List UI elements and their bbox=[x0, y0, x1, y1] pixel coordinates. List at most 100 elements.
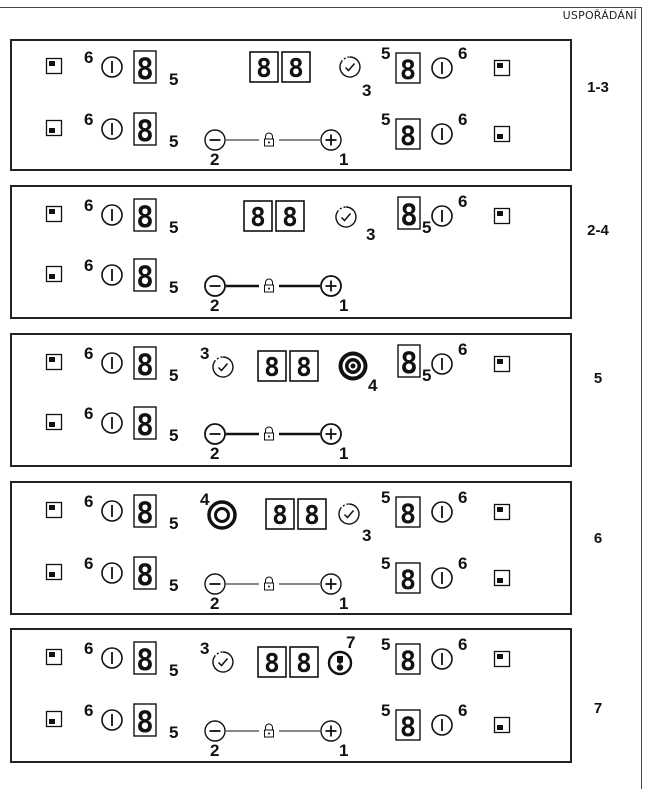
timer-icon bbox=[212, 356, 234, 378]
callout-number-2: 2 bbox=[210, 296, 219, 313]
callout-number-6: 6 bbox=[84, 639, 93, 658]
seven-segment-display: 8 bbox=[133, 50, 157, 86]
callout-number-5: 5 bbox=[169, 278, 178, 297]
cooking-zone-indicator-icon bbox=[493, 716, 511, 734]
power-button-icon bbox=[431, 57, 453, 79]
callout-number-2: 2 bbox=[210, 594, 219, 609]
plus-button-icon bbox=[320, 573, 342, 595]
cooking-zone-indicator-icon bbox=[493, 503, 511, 521]
callout-number-5: 5 bbox=[169, 426, 178, 445]
callout-number-3: 3 bbox=[200, 639, 209, 658]
layout-header: USPOŘÁDÁNÍ bbox=[562, 9, 637, 22]
callout-number-1: 1 bbox=[339, 296, 348, 313]
plus-button-icon bbox=[320, 129, 342, 151]
seven-segment-display: 8 bbox=[395, 496, 421, 530]
power-button-icon bbox=[101, 264, 123, 286]
slider-control bbox=[204, 573, 342, 595]
segment-digit: 8 bbox=[264, 649, 280, 679]
seven-segment-display: 8 bbox=[133, 556, 157, 592]
seven-segment-display: 8 bbox=[395, 562, 421, 596]
callout-number-5: 5 bbox=[381, 488, 390, 507]
callout-number-6: 6 bbox=[84, 344, 93, 363]
callout-number-5: 5 bbox=[381, 635, 390, 654]
seven-segment-display: 8 bbox=[395, 52, 421, 86]
segment-digit: 8 bbox=[136, 260, 153, 294]
seven-segment-display: 8 bbox=[397, 344, 421, 380]
cooking-zone-indicator-icon bbox=[45, 353, 63, 371]
cooking-zone-indicator-icon bbox=[493, 355, 511, 373]
timer-icon bbox=[335, 206, 357, 228]
power-button-icon bbox=[101, 56, 123, 78]
cooking-zone-indicator-icon bbox=[45, 563, 63, 581]
segment-digit: 8 bbox=[296, 353, 312, 383]
segment-digit: 8 bbox=[400, 55, 416, 86]
segment-digit: 8 bbox=[400, 565, 416, 596]
segment-digit: 8 bbox=[400, 346, 417, 380]
callout-number-3: 3 bbox=[362, 81, 371, 100]
power-button-icon bbox=[431, 648, 453, 670]
cooking-zone-indicator-icon bbox=[493, 125, 511, 143]
cooking-zone-indicator-icon bbox=[45, 57, 63, 75]
callout-number-6: 6 bbox=[458, 635, 467, 654]
callout-number-6: 6 bbox=[458, 488, 467, 507]
segment-digit: 8 bbox=[400, 499, 416, 530]
callout-number-6: 6 bbox=[84, 196, 93, 215]
cooking-zone-indicator-icon bbox=[45, 205, 63, 223]
segment-digit: 8 bbox=[136, 643, 153, 677]
callout-number-5: 5 bbox=[381, 110, 390, 129]
segment-digit: 8 bbox=[282, 203, 298, 233]
segment-digit: 8 bbox=[136, 114, 153, 148]
callout-number-5: 5 bbox=[169, 661, 178, 680]
cooking-zone-indicator-icon bbox=[45, 501, 63, 519]
callout-number-5: 5 bbox=[169, 70, 178, 89]
booster-icon bbox=[207, 500, 237, 530]
power-button-icon bbox=[431, 205, 453, 227]
panel-label-1-3: 1-3 bbox=[587, 79, 609, 96]
callout-number-6: 6 bbox=[458, 192, 467, 211]
segment-digit: 8 bbox=[296, 649, 312, 679]
segment-digit: 8 bbox=[400, 646, 416, 677]
power-button-icon bbox=[101, 500, 123, 522]
power-button-icon bbox=[431, 353, 453, 375]
callout-number-5: 5 bbox=[422, 366, 431, 385]
cooking-zone-indicator-icon bbox=[493, 59, 511, 77]
callout-number-6: 6 bbox=[84, 48, 93, 67]
power-button-icon bbox=[431, 123, 453, 145]
callout-number-5: 5 bbox=[169, 366, 178, 385]
segment-digit: 8 bbox=[400, 712, 416, 743]
callout-number-6: 6 bbox=[458, 110, 467, 129]
callout-number-6: 6 bbox=[84, 404, 93, 423]
power-button-icon bbox=[101, 352, 123, 374]
cooking-zone-indicator-icon bbox=[493, 569, 511, 587]
power-button-icon bbox=[431, 567, 453, 589]
callout-number-6: 6 bbox=[84, 256, 93, 275]
segment-digit: 8 bbox=[136, 496, 153, 530]
seven-segment-display: 8 bbox=[133, 198, 157, 234]
callout-number-6: 6 bbox=[84, 701, 93, 720]
cooking-zone-indicator-icon bbox=[45, 710, 63, 728]
cooking-zone-indicator-icon bbox=[45, 413, 63, 431]
frame-right-line bbox=[641, 7, 642, 789]
callout-number-4: 4 bbox=[200, 490, 210, 509]
lock-icon bbox=[264, 426, 274, 441]
minus-button-icon bbox=[204, 275, 226, 297]
callout-number-5: 5 bbox=[169, 723, 178, 742]
minus-button-icon bbox=[204, 720, 226, 742]
callout-number-6: 6 bbox=[458, 701, 467, 720]
frame-top-line bbox=[0, 7, 641, 8]
segment-digit: 8 bbox=[272, 501, 288, 531]
callout-number-7: 7 bbox=[346, 633, 355, 652]
power-button-icon bbox=[101, 647, 123, 669]
segment-digit: 8 bbox=[136, 408, 153, 442]
segment-digit: 8 bbox=[136, 558, 153, 592]
segment-digit: 8 bbox=[400, 198, 417, 232]
